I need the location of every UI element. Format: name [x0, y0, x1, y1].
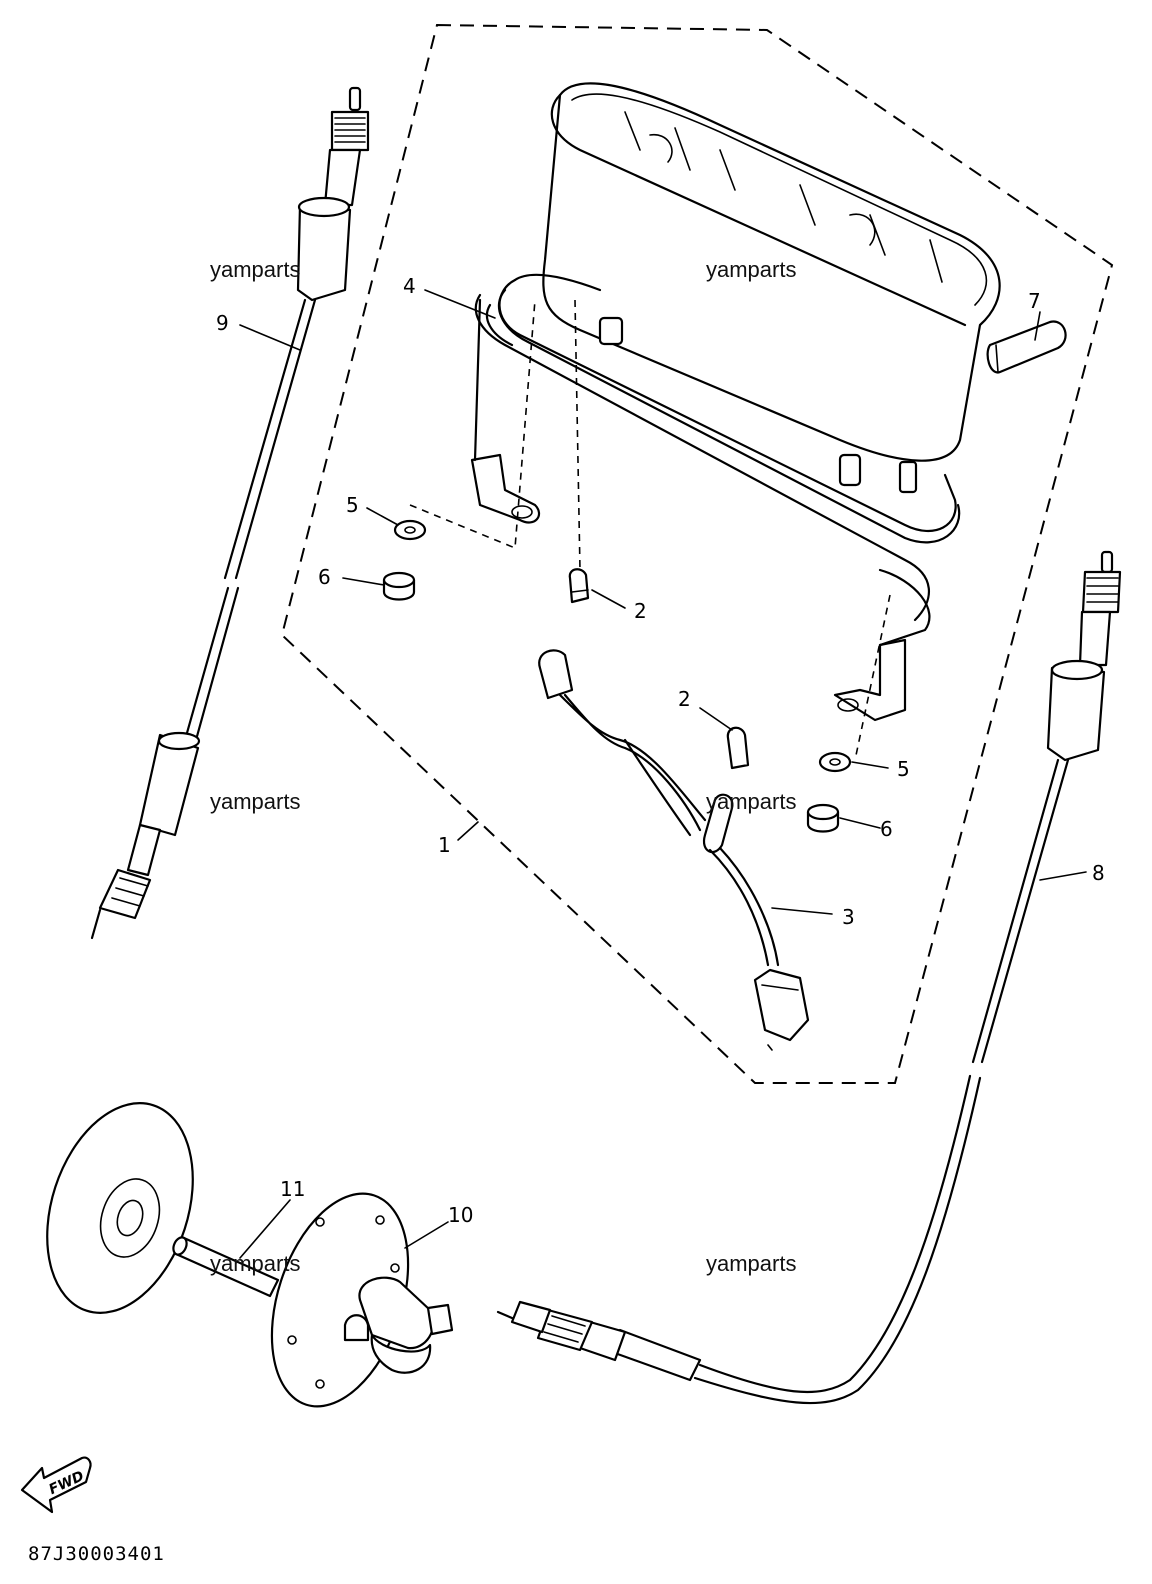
grommet-left [393, 519, 427, 541]
assembly-boundary [280, 23, 1114, 1084]
damper-left [382, 571, 416, 601]
part-label-6-left: 6 [318, 565, 331, 589]
watermark: yamparts [706, 257, 796, 282]
forward-arrow-icon: FWD [20, 1456, 92, 1514]
leader-lines [239, 289, 1087, 1259]
damper-right [806, 803, 840, 833]
bulb-lower [726, 726, 750, 770]
part-label-10: 10 [448, 1203, 473, 1227]
grommet-right [818, 751, 852, 773]
meter-bracket [470, 293, 931, 722]
drive-shaft [172, 1236, 280, 1298]
watermark: yamparts [706, 789, 796, 814]
speedometer-cable [496, 550, 1122, 1405]
part-label-2-upper: 2 [634, 599, 647, 623]
meter-housing [542, 82, 1067, 494]
brake-disc [46, 1102, 194, 1314]
part-label-3: 3 [842, 905, 855, 929]
bulb-upper [568, 568, 590, 604]
part-label-5-left: 5 [346, 493, 359, 517]
part-label-9: 9 [216, 311, 229, 335]
part-label-1: 1 [438, 833, 451, 857]
tachometer-cable [90, 86, 370, 940]
watermark: yamparts [210, 789, 300, 814]
part-label-6-right: 6 [880, 817, 893, 841]
watermark: yamparts [706, 1251, 796, 1276]
meter-gear-unit [270, 1192, 454, 1408]
part-label-2-lower: 2 [678, 687, 691, 711]
part-label-8: 8 [1092, 861, 1105, 885]
drawing-code: 87J30003401 [28, 1543, 165, 1565]
wire-harness [538, 649, 810, 1051]
gasket-ring [497, 273, 961, 544]
part-label-5-right: 5 [897, 757, 910, 781]
part-label-4: 4 [403, 274, 416, 298]
watermark: yamparts [210, 1251, 300, 1276]
part-label-7: 7 [1028, 289, 1041, 313]
watermark: yamparts [210, 257, 300, 282]
part-label-11: 11 [280, 1177, 305, 1201]
